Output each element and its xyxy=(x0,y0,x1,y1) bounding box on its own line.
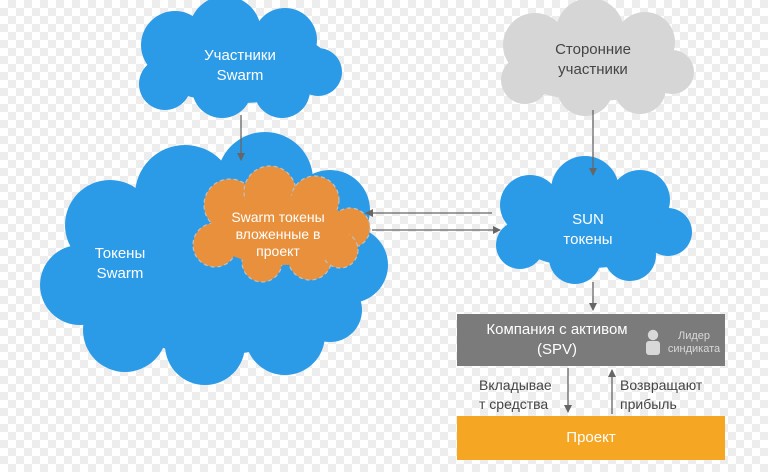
label-invested-tokens: Swarm токены вложенные в проект xyxy=(231,209,325,259)
project-box: Проект xyxy=(457,416,725,460)
label-sun-tokens: SUN токены xyxy=(563,211,613,248)
cloud-swarm-participants xyxy=(139,0,342,118)
spv-company-label: Компания с активом (SPV) xyxy=(486,321,628,358)
person-icon xyxy=(646,329,660,355)
label-invest-funds: Вкладывае т средства xyxy=(479,377,552,412)
cloud-sun-tokens xyxy=(496,156,692,284)
label-return-profit: Возвращают прибыль xyxy=(620,377,703,412)
label-swarm-participants: Участники Swarm xyxy=(204,47,276,84)
cloud-invested-tokens xyxy=(192,165,371,283)
label-swarm-tokens: Токены Swarm xyxy=(94,245,146,282)
spv-company-box: Компания с активом (SPV) Лидер синдиката xyxy=(457,314,725,366)
cloud-third-party-participants xyxy=(501,0,694,116)
label-third-party-participants: Сторонние участники xyxy=(555,41,631,78)
syndicate-leader-label: Лидер синдиката xyxy=(667,330,721,355)
project-label: Проект xyxy=(566,429,616,446)
